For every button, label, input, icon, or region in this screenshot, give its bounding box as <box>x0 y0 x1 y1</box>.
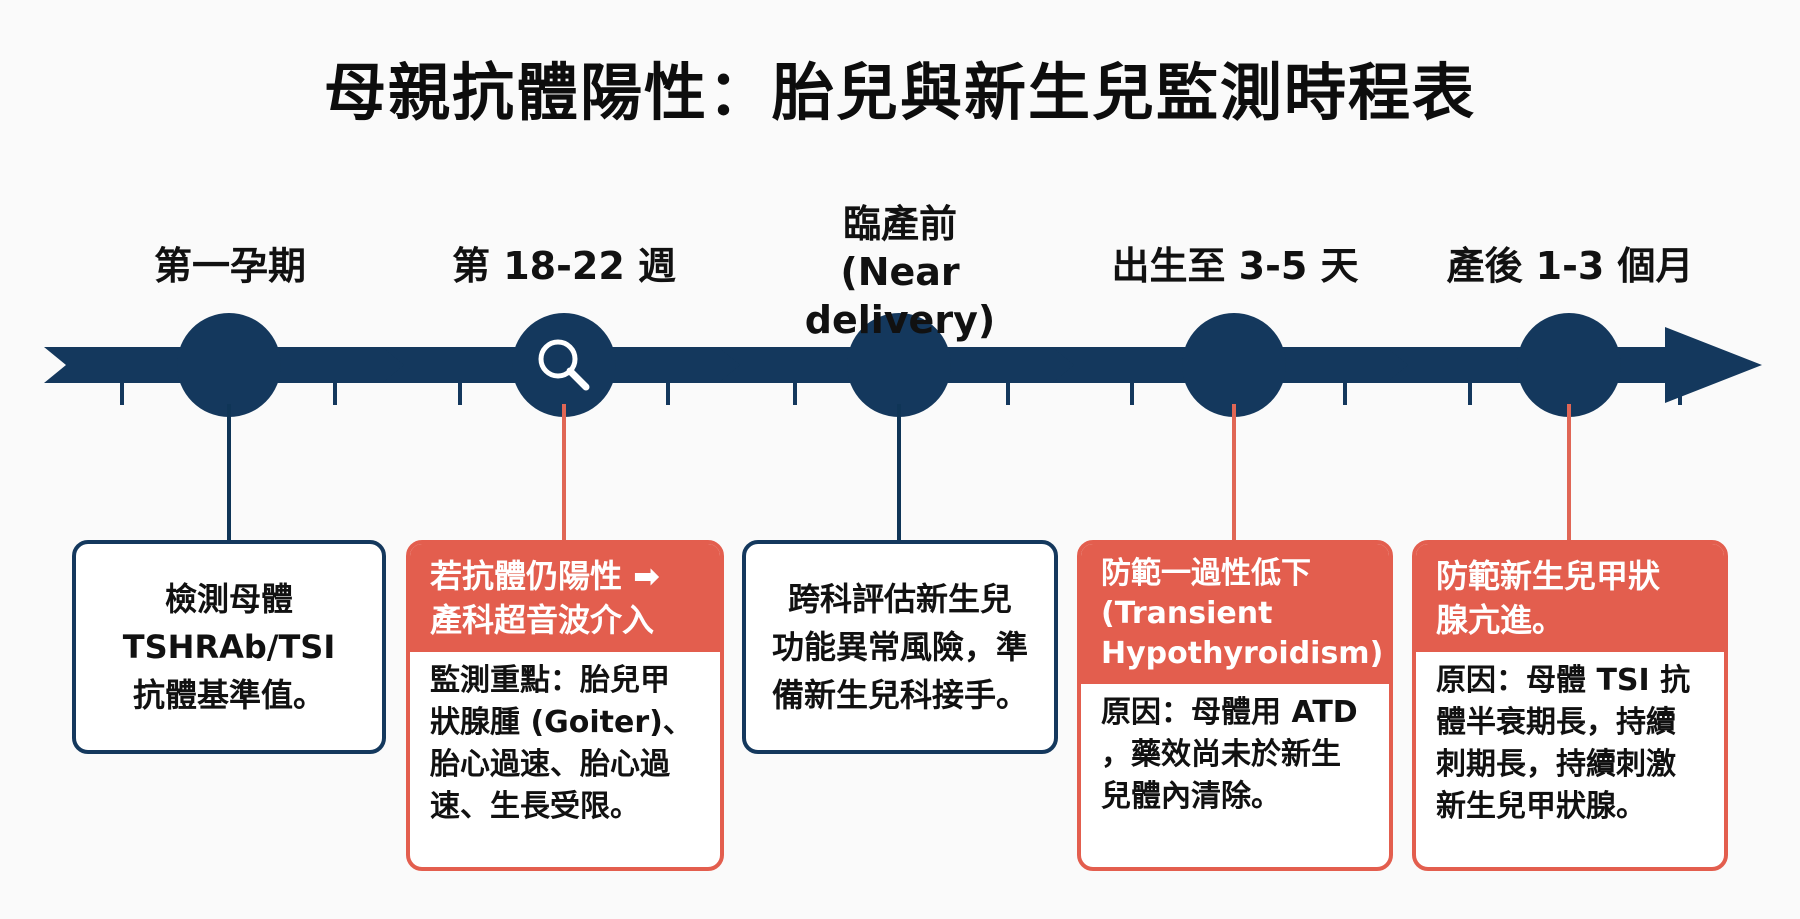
card-text: 檢測母體 TSHRAb/TSI 抗體基準值。 <box>122 580 336 714</box>
timeline-arrow-head <box>1640 327 1762 403</box>
card-header: 防範新生兒甲狀 腺亢進。 <box>1416 544 1724 652</box>
card-first-trimester: 檢測母體 TSHRAb/TSI 抗體基準值。 <box>72 540 386 754</box>
timeline-ticks <box>120 383 1682 405</box>
stage-label-postpartum-1-3-months: 產後 1-3 個月 <box>1446 244 1694 288</box>
connector-line <box>562 404 566 542</box>
timeline-tick <box>1343 383 1347 405</box>
card-text: 跨科評估新生兒 功能異常風險，準 備新生兒科接手。 <box>771 580 1028 714</box>
timeline-node <box>177 313 281 417</box>
timeline-markers <box>177 313 1621 417</box>
stage-label-birth-3-5-days: 出生至 3-5 天 <box>1111 244 1359 288</box>
timeline-tick <box>793 383 797 405</box>
timeline-tick <box>1468 383 1472 405</box>
card-header: 若抗體仍陽性 ➡ 產科超音波介入 <box>410 544 720 652</box>
card-birth-3-5-days: 防範一過性低下 (Transient Hypothyroidism) 原因：母體… <box>1077 540 1393 871</box>
card-detail: 原因：母體用 ATD ，藥效尚未於新生 兒體內清除。 <box>1101 695 1358 814</box>
timeline-tick <box>666 383 670 405</box>
card-postpartum-1-3-months: 防範新生兒甲狀 腺亢進。 原因：母體 TSI 抗 體半衰期長，持續 刺期長，持續… <box>1412 540 1728 871</box>
timeline-tick <box>1130 383 1134 405</box>
stage-label-near-delivery: 臨產前 (Near delivery) <box>804 202 996 342</box>
timeline-node <box>512 313 616 417</box>
timeline-tick <box>458 383 462 405</box>
timeline-node <box>1182 313 1286 417</box>
card-near-delivery: 跨科評估新生兒 功能異常風險，準 備新生兒科接手。 <box>742 540 1058 754</box>
stage-label-first-trimester: 第一孕期 <box>153 244 306 288</box>
search-icon <box>538 339 590 391</box>
timeline-tick <box>1006 383 1010 405</box>
stage-label-week-18-22: 第 18-22 週 <box>452 244 676 288</box>
timeline-tick <box>333 383 337 405</box>
card-header: 防範一過性低下 (Transient Hypothyroidism) <box>1081 544 1389 684</box>
card-detail: 監測重點：胎兒甲 狀腺腫 (Goiter)、 胎心過速、胎心過 速、生長受限。 <box>430 663 693 824</box>
page-title: 母親抗體陽性：胎兒與新生兒監測時程表 <box>323 56 1476 129</box>
connector-line <box>1232 404 1236 542</box>
connector-line <box>1567 404 1571 542</box>
connector-line <box>897 404 901 542</box>
card-week-18-22: 若抗體仍陽性 ➡ 產科超音波介入 監測重點：胎兒甲 狀腺腫 (Goiter)、 … <box>406 540 724 871</box>
connector-line <box>227 404 231 542</box>
card-detail: 原因：母體 TSI 抗 體半衰期長，持續 刺期長，持續刺激 新生兒甲狀腺。 <box>1436 663 1691 824</box>
timeline-tick <box>1678 383 1682 405</box>
timeline-node <box>1517 313 1621 417</box>
timeline-tick <box>120 383 124 405</box>
timeline-node <box>847 313 951 417</box>
